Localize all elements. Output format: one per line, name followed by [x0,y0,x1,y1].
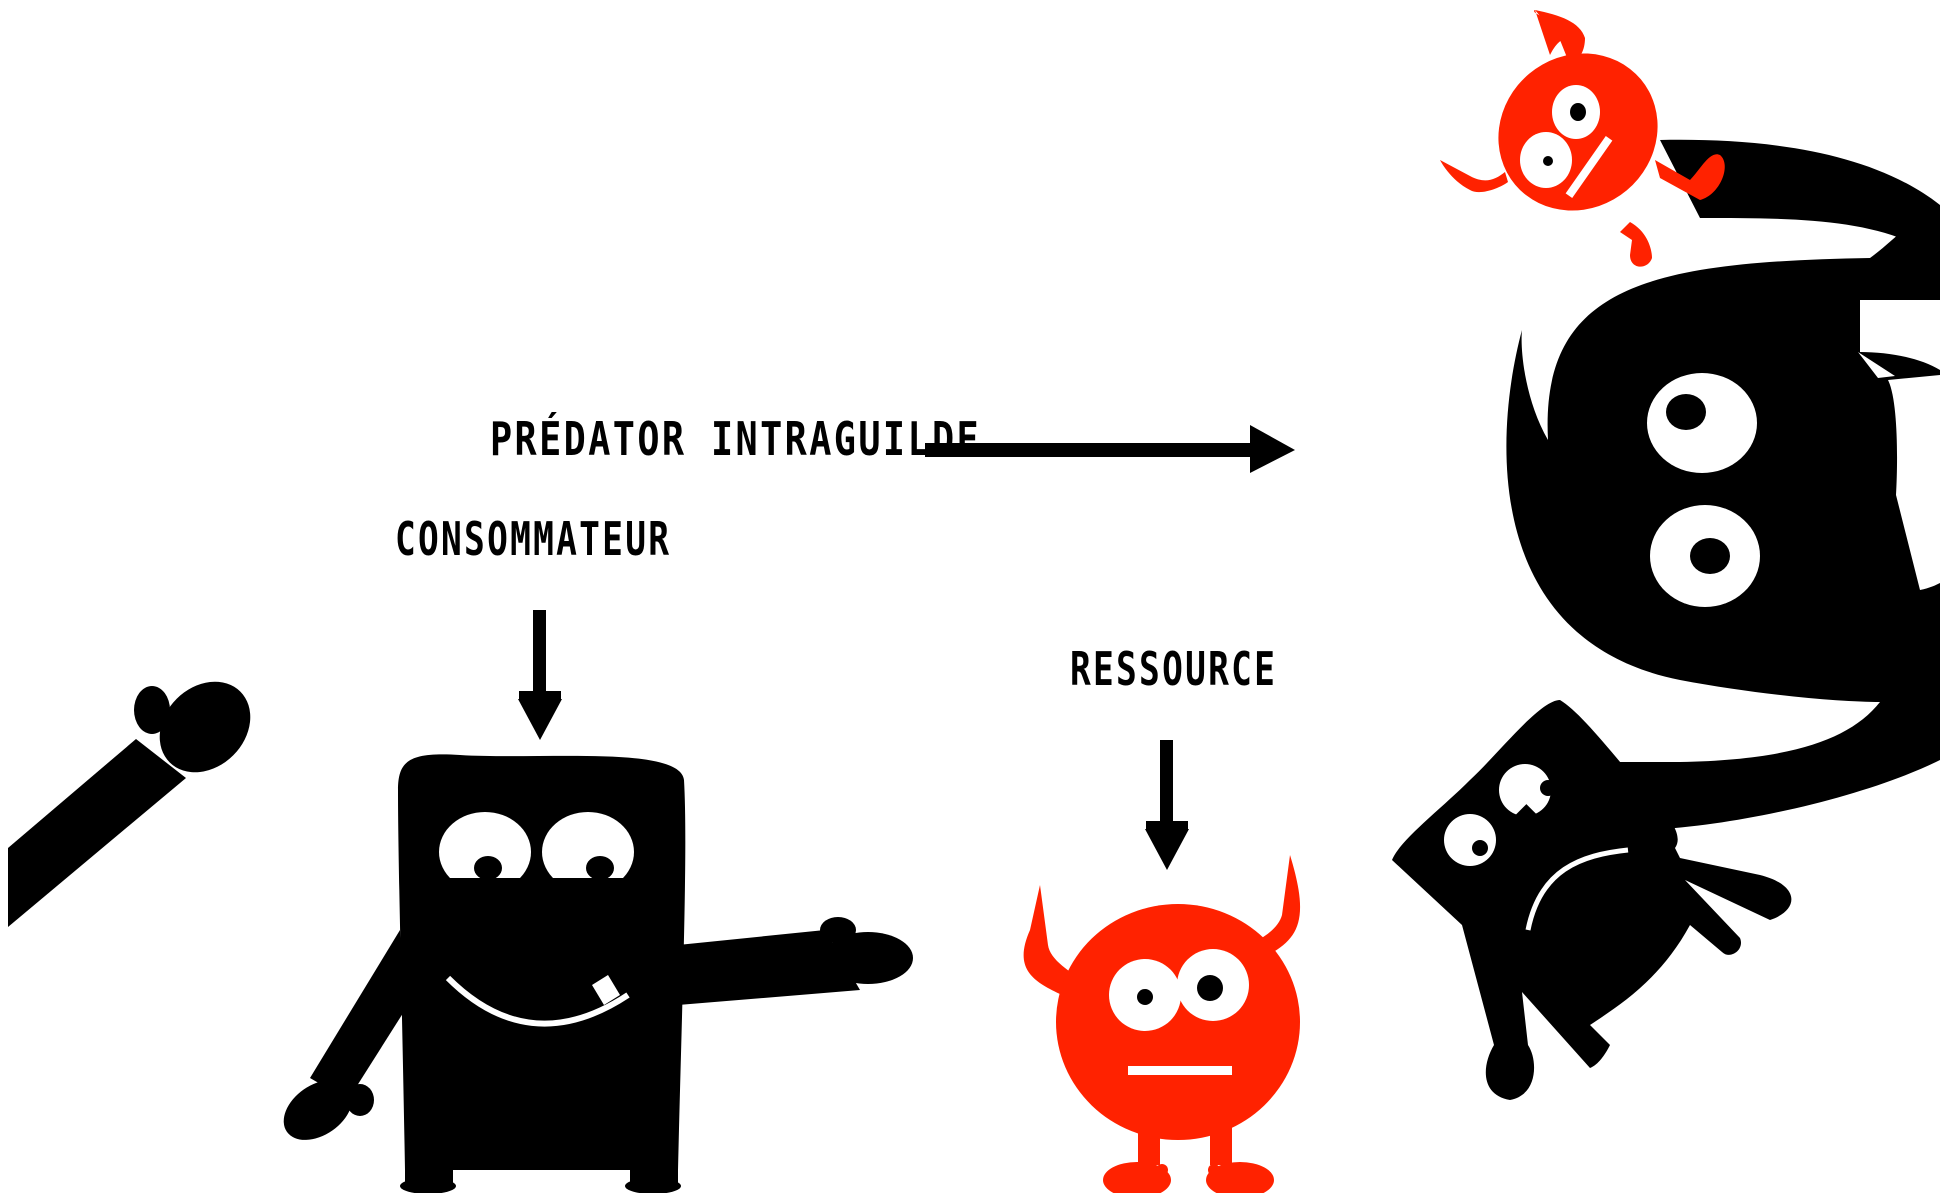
consumer-label: CONSOMMATEUR [395,512,672,566]
consumer-creature [283,754,913,1193]
small-devil [1440,10,1725,267]
captured-consumer [1392,700,1792,1100]
arrow-to-predator [925,425,1295,473]
arrow-to-resource [1145,740,1189,870]
left-partial-arm [8,681,251,927]
arrow-to-consumer [518,610,562,740]
resource-label: RESSOURCE [1070,642,1278,696]
predator-label: PRÉDATOR INTRAGUILDE [490,412,982,466]
consumer-eye-left [439,812,531,892]
resource-devil [1023,855,1301,1193]
predator-monster [1506,139,1940,831]
